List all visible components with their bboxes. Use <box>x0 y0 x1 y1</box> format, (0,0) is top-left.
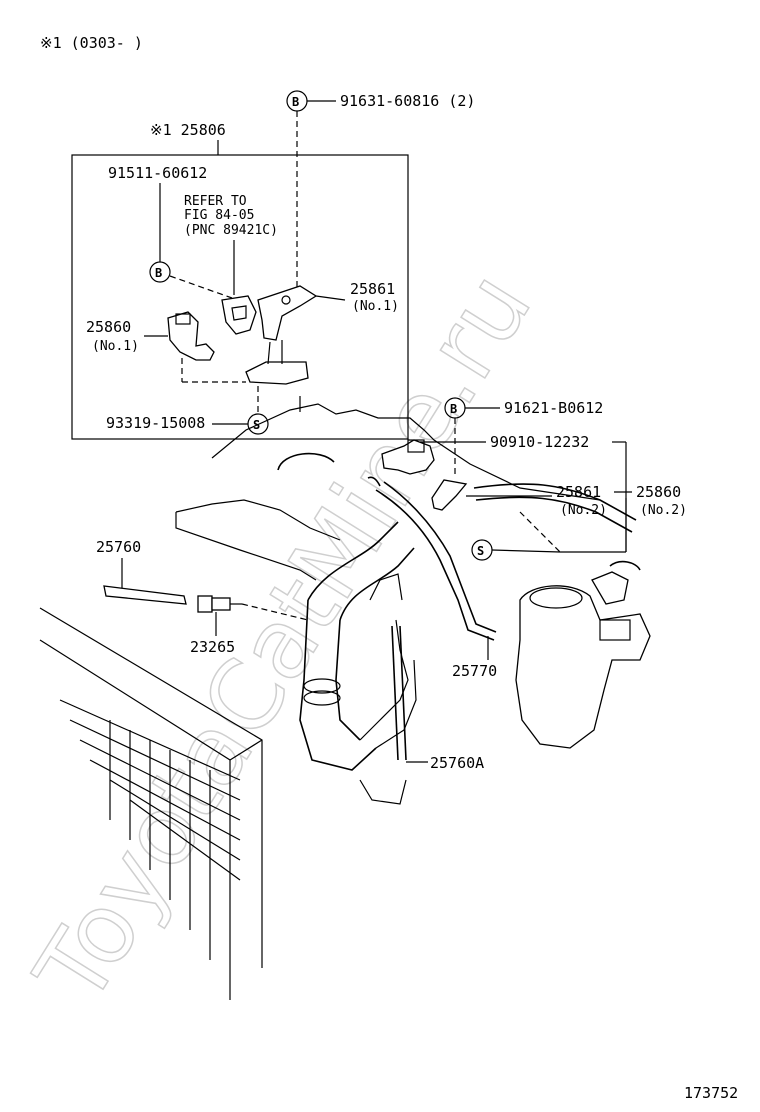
bolt-b-top-callout: B <box>286 90 336 300</box>
label-91621-B0612: 91621-B0612 <box>504 399 603 417</box>
label-25861-no2-sub: (No.2) <box>560 503 607 518</box>
label-25861-no1: 25861 <box>350 280 395 298</box>
label-25760A: 25760A <box>430 754 484 772</box>
hoses <box>367 476 637 641</box>
bolt-symbol-icon <box>149 261 171 283</box>
bolt-symbol-text: B <box>450 402 457 416</box>
vsv-no1 <box>144 311 215 361</box>
screw-symbol-text: S <box>477 544 484 558</box>
label-25860-no1-sub: (No.1) <box>92 339 139 354</box>
inset-box <box>71 140 409 440</box>
label-25770: 25770 <box>452 662 497 680</box>
intake-hose <box>299 521 417 771</box>
pipe-25760 <box>103 585 187 605</box>
bracket-no2 <box>431 479 468 511</box>
label-25860-no1: 25860 <box>86 318 131 336</box>
mount-plate <box>245 340 309 385</box>
label-93319-15008: 93319-15008 <box>106 414 205 432</box>
label-25860-no2-sub: (No.2) <box>640 503 687 518</box>
connector-part <box>221 295 257 335</box>
label-25861-no1-sub: (No.1) <box>352 299 399 314</box>
label-25806: ※1 25806 <box>150 121 226 139</box>
label-23265: 23265 <box>190 638 235 656</box>
refer-to-line3: (PNC 89421C) <box>184 223 278 238</box>
valve-23265 <box>197 595 242 613</box>
refer-to-line2: FIG 84-05 <box>184 208 254 223</box>
label-25760: 25760 <box>96 538 141 556</box>
bolt-symbol-text: B <box>155 266 162 280</box>
refer-to-line1: REFER TO <box>184 194 247 209</box>
radiator <box>39 607 263 1000</box>
engine-cover-outline <box>175 396 601 581</box>
label-91631-60816: 91631-60816 (2) <box>340 92 475 110</box>
vsv-center <box>381 439 435 475</box>
header-note: ※1 (0303- ) <box>40 34 143 52</box>
pipe-25760a <box>359 625 407 805</box>
bolt-symbol-text: B <box>292 95 299 109</box>
throttle-assembly <box>515 560 651 749</box>
figure-number: 173752 <box>684 1084 738 1102</box>
screw-symbol-icon <box>247 413 269 435</box>
label-91511-60612: 91511-60612 <box>108 164 207 182</box>
label-25860-no2: 25860 <box>636 483 681 501</box>
bracket-no1 <box>257 285 346 341</box>
label-90910-12232: 90910-12232 <box>490 433 589 451</box>
